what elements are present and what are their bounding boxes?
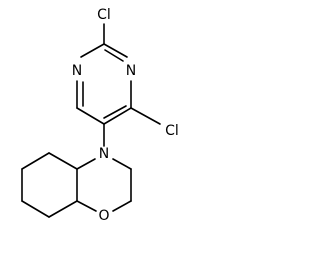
bond-c4-c5 bbox=[103, 107, 132, 125]
bond-c6-c5 bbox=[76, 107, 105, 125]
atom-cl-right: Cl bbox=[165, 123, 179, 139]
bond-c2-n1 bbox=[80, 43, 105, 58]
bond-o1-c8a bbox=[76, 200, 97, 212]
bond-c8m-c8a bbox=[48, 200, 78, 218]
bond-n4-c3 bbox=[112, 158, 132, 170]
bond-c4a-c5m bbox=[48, 152, 78, 170]
bond-c2m-o1 bbox=[112, 200, 132, 212]
bond-c2-n3 bbox=[103, 43, 128, 58]
atom-n-right: N bbox=[126, 63, 136, 79]
structure-canvas: Cl N N Cl N O bbox=[21, 7, 179, 224]
atom-n-morpholine: N bbox=[99, 146, 109, 162]
bond-c7m-c8m bbox=[21, 200, 50, 218]
bond-c4a-n4 bbox=[76, 158, 96, 170]
molecule-structure: Cl N N Cl N O bbox=[21, 7, 179, 224]
bond-c2-n3-double bbox=[104, 49, 124, 62]
atom-cl-top: Cl bbox=[97, 7, 111, 23]
bond-c5m-c6m bbox=[21, 152, 50, 170]
atom-o-morpholine: O bbox=[98, 208, 109, 224]
bond-c4-c5-double bbox=[103, 105, 127, 119]
bond-c4-cl bbox=[130, 107, 161, 125]
atom-n-left: N bbox=[72, 63, 82, 79]
